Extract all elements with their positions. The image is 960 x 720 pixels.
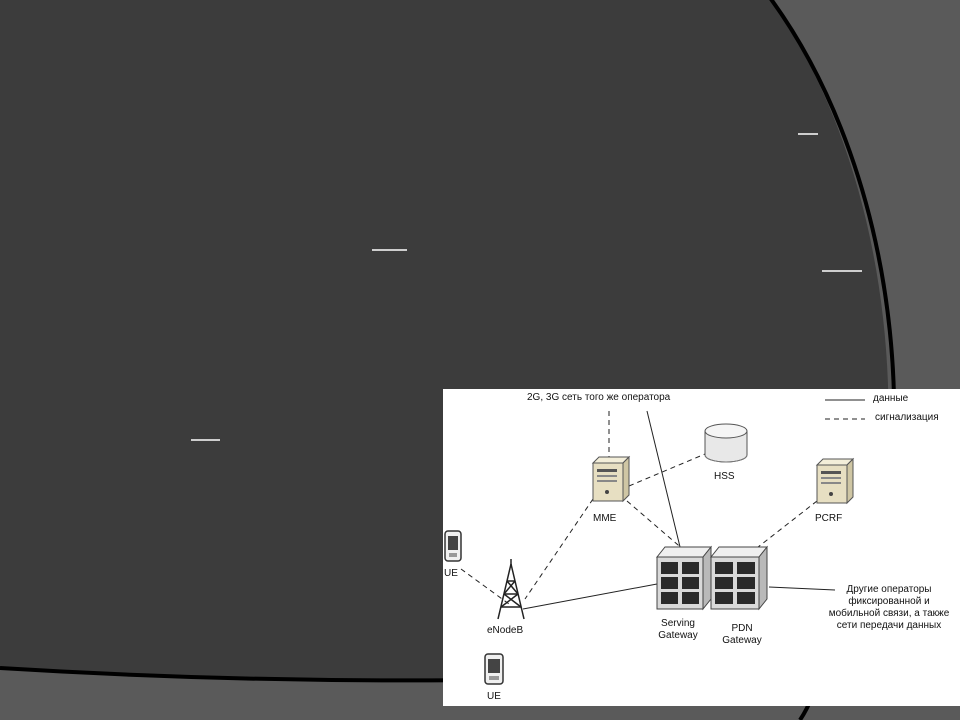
ue-phone-icon-bottom <box>484 653 504 685</box>
enodeb-label: eNodeB <box>487 625 524 636</box>
legend-data-label: данные <box>873 393 909 404</box>
pcrf-server-icon <box>815 457 855 505</box>
serving-gateway-icon <box>655 545 713 611</box>
other-operators-label: Другие операторы фиксированной и мобильн… <box>828 584 950 631</box>
link-mme-sgw <box>626 500 686 552</box>
link-mme-enodeb <box>524 498 594 600</box>
ue-phone-icon-top <box>444 530 462 562</box>
lte-architecture-diagram: 2G, 3G сеть того же оператора данные сиг… <box>443 389 960 706</box>
ue-bottom-label: UE <box>487 691 501 702</box>
link-ue-enodeb <box>460 568 510 605</box>
link-enodeb-sgw <box>522 583 658 610</box>
top-network-label: 2G, 3G сеть того же оператора <box>527 392 671 403</box>
link-sgw-2g3g <box>646 410 682 552</box>
legend-signaling-label: сигнализация <box>875 412 939 423</box>
diagram-connections <box>444 399 865 685</box>
mme-label: MME <box>593 513 617 524</box>
hss-database-icon <box>704 423 748 463</box>
hss-label: HSS <box>714 471 735 482</box>
serving-gateway-label: Serving Gateway <box>658 618 698 641</box>
pcrf-label: PCRF <box>815 513 843 524</box>
enodeb-tower-icon <box>497 559 525 620</box>
mme-server-icon <box>591 455 631 503</box>
ue-top-label: UE <box>444 568 458 579</box>
link-mme-hss <box>628 453 706 487</box>
link-pcrf-pgw <box>752 500 818 552</box>
pdn-gateway-label: PDN Gateway <box>722 623 762 646</box>
link-pgw-others <box>768 586 836 591</box>
pdn-gateway-icon <box>709 545 769 611</box>
